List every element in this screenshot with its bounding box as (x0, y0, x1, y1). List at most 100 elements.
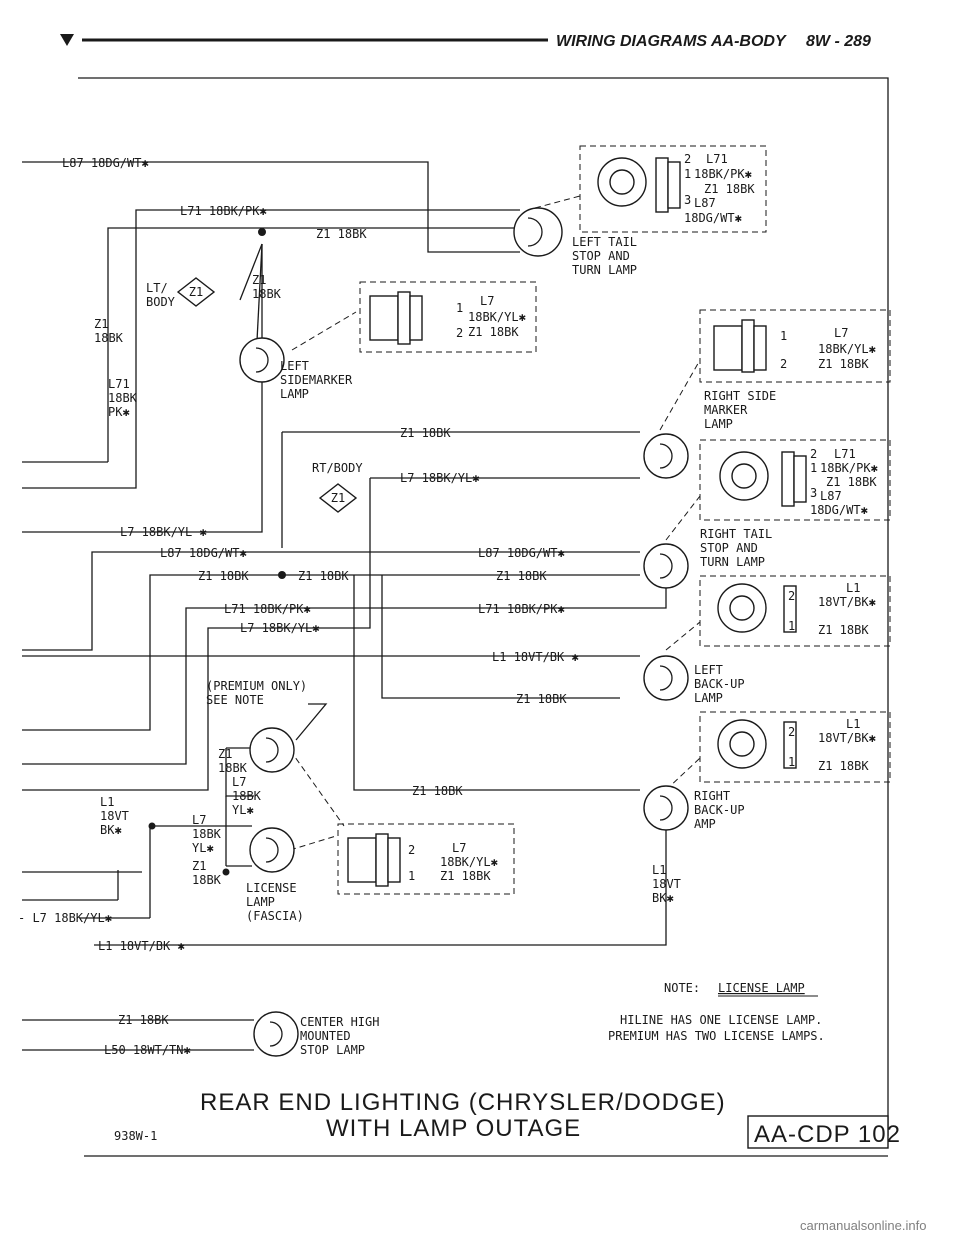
diagram-title: REAR END LIGHTING (CHRYSLER/DODGE) WITH … (200, 1089, 726, 1142)
svg-text:2: 2 (408, 843, 415, 857)
connector-license: 2 L7 18BK/YL✱ 1 Z1 18BK (337, 823, 515, 895)
svg-text:2: 2 (780, 357, 787, 371)
svg-text:18BK/YL✱: 18BK/YL✱ (468, 310, 526, 324)
svg-text:2: 2 (788, 589, 795, 603)
svg-text:L1 18VT/BK ✱: L1 18VT/BK ✱ (98, 939, 185, 953)
figure-id: 938W-1 (114, 1129, 157, 1143)
splice-diamonds: Z1 Z1 (176, 277, 358, 513)
svg-text:L7 18BK/YL✱: L7 18BK/YL✱ (400, 471, 479, 485)
svg-text:18DG/WT✱: 18DG/WT✱ (810, 503, 868, 517)
svg-text:1: 1 (810, 461, 817, 475)
svg-text:L87: L87 (820, 489, 842, 503)
page-header: WIRING DIAGRAMS AA-BODY 8W - 289 (60, 33, 871, 50)
left-sidemarker-socket (239, 337, 285, 383)
svg-text:3: 3 (684, 193, 691, 207)
svg-text:L1 18VT/BK ✱: L1 18VT/BK ✱ (492, 650, 579, 664)
right-backup-lamp-socket (643, 785, 689, 831)
svg-text:Z1 18BK: Z1 18BK (818, 357, 869, 371)
svg-text:1: 1 (788, 619, 795, 633)
svg-text:2: 2 (456, 326, 463, 340)
lamp-sockets (239, 207, 689, 1057)
right-tail-lamp-socket (643, 543, 689, 589)
splice-diamond-lt: Z1 (176, 277, 216, 307)
svg-text:L7: L7 (452, 841, 466, 855)
svg-text:18DG/WT✱: 18DG/WT✱ (684, 211, 742, 225)
splice-diamond-rt: Z1 (318, 483, 358, 513)
svg-text:1: 1 (788, 755, 795, 769)
svg-text:Z1 18BK: Z1 18BK (818, 759, 869, 773)
svg-text:Z1: Z1 (189, 285, 203, 299)
svg-text:HILINE HAS ONE LICENSE LAMP.: HILINE HAS ONE LICENSE LAMP. (620, 1013, 822, 1027)
svg-text:L71: L71 (834, 447, 856, 461)
svg-text:Z1 18BK: Z1 18BK (516, 692, 567, 706)
diagram-frame (78, 77, 889, 1136)
svg-text:1: 1 (780, 329, 787, 343)
svg-text:- L7 18BK/YL✱: - L7 18BK/YL✱ (18, 911, 112, 925)
svg-text:WITH LAMP OUTAGE: WITH LAMP OUTAGE (326, 1115, 581, 1142)
svg-text:L7 18BK/YL ✱: L7 18BK/YL ✱ (120, 525, 207, 539)
svg-text:L7: L7 (834, 326, 848, 340)
right-side-marker-socket (643, 433, 689, 479)
svg-text:L71 18BK/PK✱: L71 18BK/PK✱ (180, 204, 267, 218)
svg-text:Z1 18BK: Z1 18BK (818, 623, 869, 637)
svg-text:L50 18WT/TN✱: L50 18WT/TN✱ (104, 1043, 191, 1057)
svg-text:Z1 18BK: Z1 18BK (412, 784, 463, 798)
svg-text:18VT/BK✱: 18VT/BK✱ (818, 731, 876, 745)
svg-text:3: 3 (810, 486, 817, 500)
svg-text:L87: L87 (694, 196, 716, 210)
connector-left-tail: 2 L71 1 18BK/PK✱ Z1 18BK 3 L87 18DG/WT✱ (579, 145, 767, 233)
svg-text:1: 1 (408, 869, 415, 883)
figure-code-box: AA-CDP 102 (747, 1115, 900, 1149)
header-title: WIRING DIAGRAMS AA-BODY (556, 33, 787, 50)
svg-text:L87 18DG/WT✱: L87 18DG/WT✱ (478, 546, 565, 560)
watermark: carmanualsonline.info (800, 1218, 926, 1233)
svg-text:L87 18DG/WT✱: L87 18DG/WT✱ (62, 156, 149, 170)
license-lamp-premium-socket (249, 727, 295, 773)
svg-text:PREMIUM HAS TWO LICENSE LAMPS.: PREMIUM HAS TWO LICENSE LAMPS. (608, 1029, 825, 1043)
svg-text:Z1 18BK: Z1 18BK (826, 475, 877, 489)
svg-text:2: 2 (810, 447, 817, 461)
license-lamp-note: NOTE: LICENSE LAMP HILINE HAS ONE LICENS… (608, 981, 825, 1043)
svg-text:NOTE:: NOTE: (664, 981, 700, 995)
connector-right-side: 1 L7 18BK/YL✱ 2 Z1 18BK (699, 309, 891, 383)
chmsl-socket (253, 1011, 299, 1057)
svg-text:Z1 18BK: Z1 18BK (118, 1013, 169, 1027)
svg-text:L71: L71 (706, 152, 728, 166)
splice-dots (148, 228, 286, 876)
svg-text:Z1 18BK: Z1 18BK (440, 869, 491, 883)
header-triangle-icon (60, 34, 74, 46)
svg-text:LT/BODY: LT/BODY (146, 281, 176, 309)
svg-text:(PREMIUM ONLY)SEE NOTE: (PREMIUM ONLY)SEE NOTE (206, 679, 307, 707)
svg-text:Z1 18BK: Z1 18BK (198, 569, 249, 583)
svg-text:Z1 18BK: Z1 18BK (496, 569, 547, 583)
svg-text:REAR END LIGHTING (CHRYSLER/DO: REAR END LIGHTING (CHRYSLER/DODGE) (200, 1089, 726, 1116)
svg-text:18BK/PK✱: 18BK/PK✱ (694, 167, 752, 181)
license-lamp-socket (249, 827, 295, 873)
svg-text:L7: L7 (480, 294, 494, 308)
svg-text:1: 1 (684, 167, 691, 181)
svg-text:L1: L1 (846, 717, 860, 731)
svg-text:RT/BODY: RT/BODY (312, 461, 363, 475)
svg-text:L71 18BK/PK✱: L71 18BK/PK✱ (224, 602, 311, 616)
note-title: LICENSE LAMP (718, 981, 805, 995)
svg-text:18BK/YL✱: 18BK/YL✱ (818, 342, 876, 356)
harness-wires (22, 161, 667, 1051)
svg-text:18BK/YL✱: 18BK/YL✱ (440, 855, 498, 869)
